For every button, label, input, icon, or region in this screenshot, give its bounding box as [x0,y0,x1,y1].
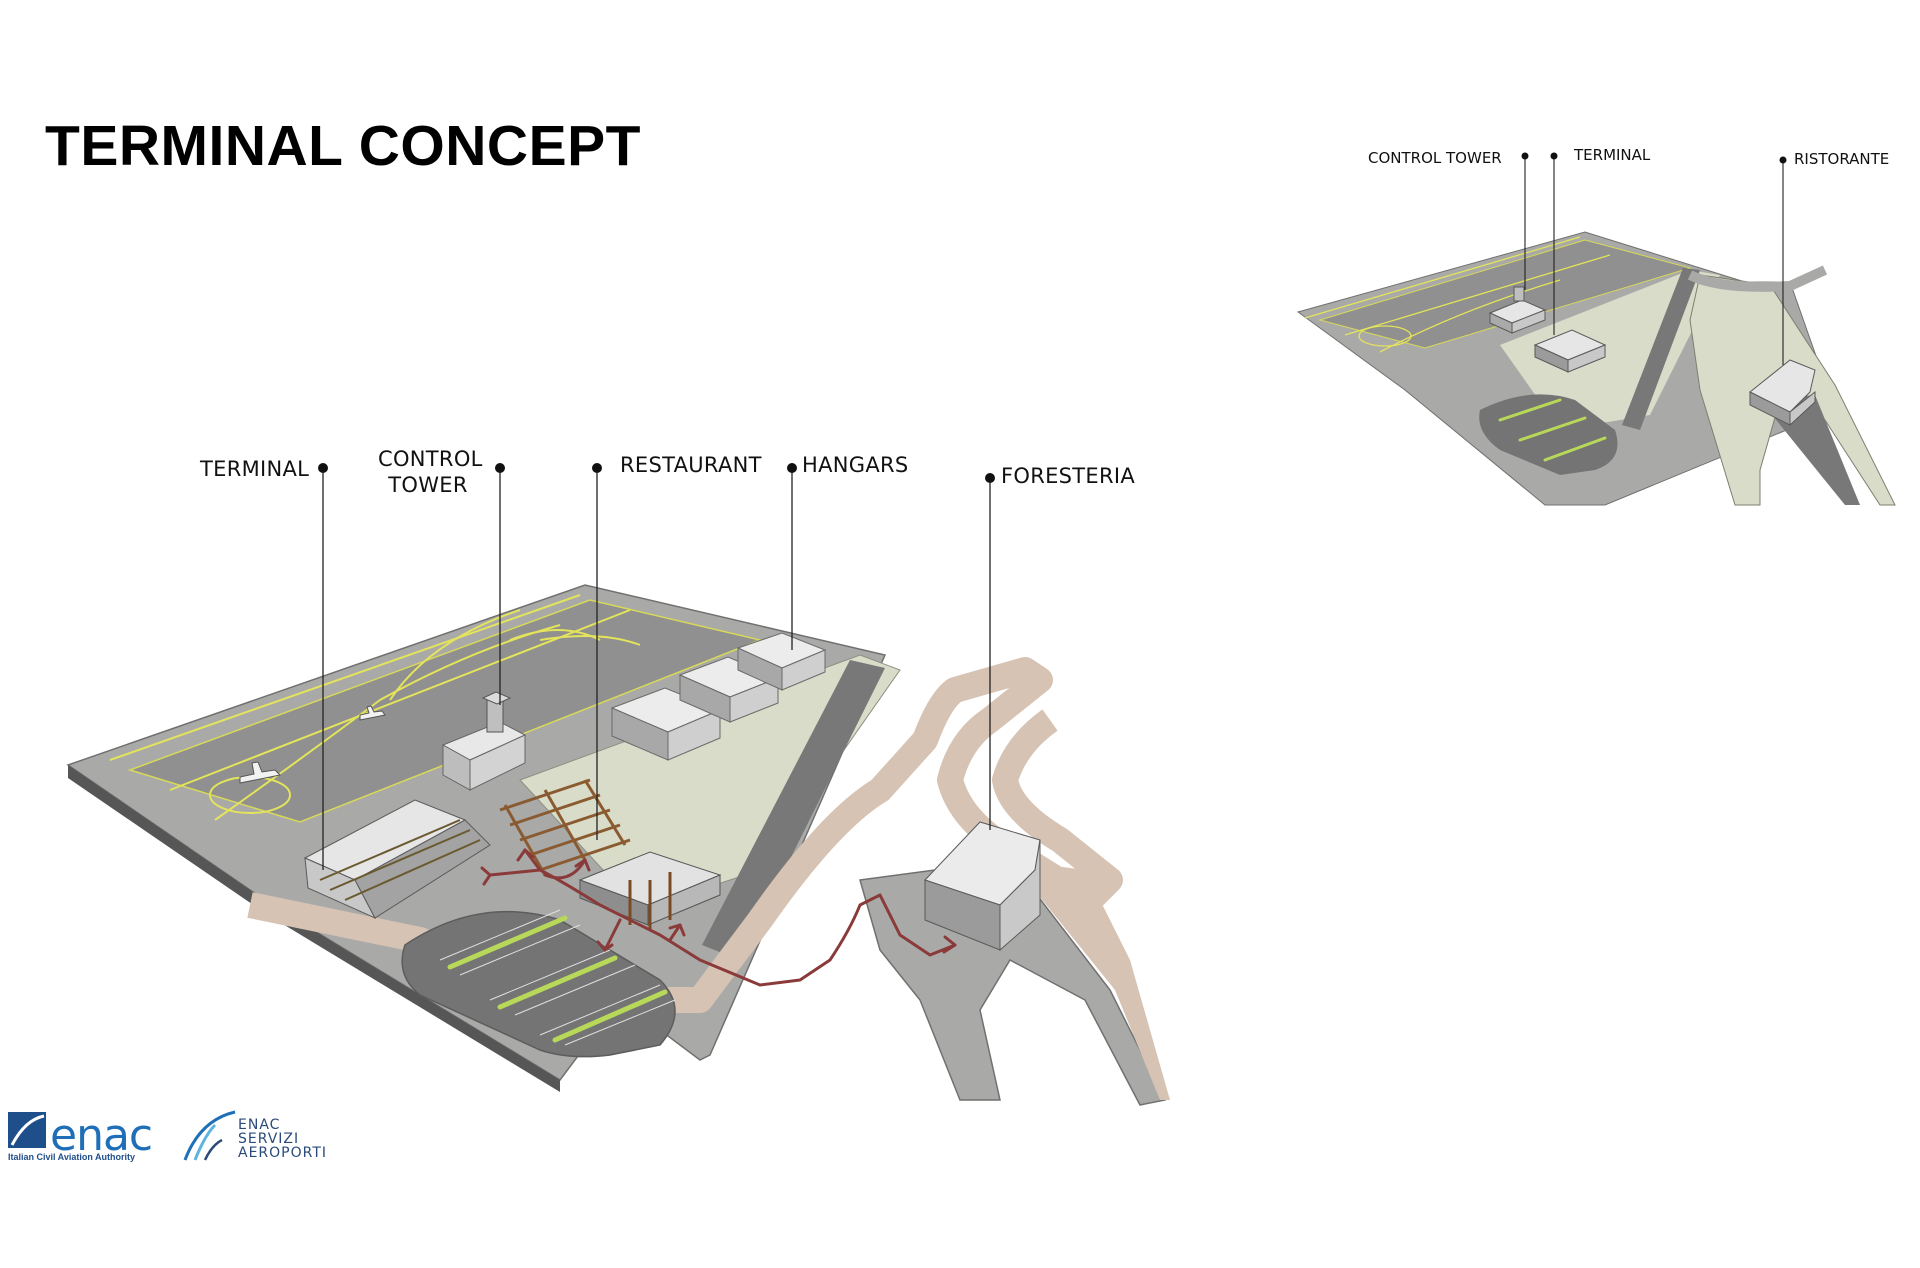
inset-road [1622,268,1700,430]
page-title: TERMINAL CONCEPT [45,114,641,178]
main-right-spur-path [1010,860,1170,1100]
inset-label-control-tower: CONTROL TOWER [1368,149,1502,167]
foresteria-model [924,821,1041,952]
aircraft-icons [239,705,386,784]
inset-parking-lot [1479,394,1618,475]
esa-line-3: AEROPORTI [238,1145,328,1161]
main-leader-dots [318,463,995,483]
enac-logo-mark [8,1112,46,1148]
main-road [702,660,885,960]
main-footpath [247,657,1123,1013]
main-leader-lines [322,468,991,870]
control-tower-model [441,691,527,791]
enac-logo-subtitle: Italian Civil Aviation Authority [8,1152,136,1162]
main-base-edge [68,765,560,1092]
enac-servizi-aeroporti-logo-mark [183,1110,236,1161]
main-airport-model [66,463,1170,1106]
label-control-tower-line2: TOWER [388,473,468,498]
label-restaurant: RESTAURANT [620,453,762,477]
hangars-model [610,632,827,761]
label-control-tower-line1: CONTROL [378,447,483,471]
label-hangars: HANGARS [802,453,909,477]
enac-servizi-aeroporti-wordmark: ENAC SERVIZI AEROPORTI [238,1118,358,1160]
inset-airport-model [1296,152,1896,506]
enac-logo-wordmark: enac [50,1110,153,1161]
label-foresteria: FORESTERIA [1001,464,1136,488]
terminal-building-model [303,799,491,920]
esa-line-1: ENAC [238,1117,281,1133]
esa-line-2: SERVIZI [238,1131,300,1147]
inset-label-ristorante: RISTORANTE [1794,150,1890,168]
inset-runway [1318,239,1692,349]
restaurant-model [499,778,722,930]
label-control-tower: CONTROL TOWER [378,446,482,499]
label-terminal: TERMINAL [200,457,310,481]
route-arrows [480,848,957,987]
parking-lot [401,909,676,1058]
inset-label-terminal: TERMINAL [1574,146,1651,164]
inset-grass [1500,270,1720,430]
